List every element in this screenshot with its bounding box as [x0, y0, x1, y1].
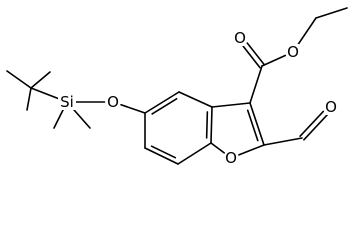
bond-line	[263, 137, 303, 146]
atom-o-ring: O	[225, 149, 237, 167]
bond-line	[315, 7, 348, 19]
atom-label-o-ether: O	[107, 93, 119, 111]
bond-line	[53, 108, 64, 129]
single-bond-o1-c2	[238, 144, 265, 156]
bond-line-inner	[150, 145, 177, 159]
atom-layer: Si O O O O O	[58, 29, 337, 167]
bond-line	[178, 91, 213, 108]
single-bond-me1-ctert	[6, 70, 32, 89]
bond-line	[30, 71, 51, 89]
bond-line	[210, 106, 213, 144]
bond-line	[261, 54, 287, 67]
atom-label-o-aldehyde: O	[325, 98, 337, 116]
atom-label-o-ester: O	[287, 43, 299, 61]
bond-line	[26, 87, 32, 111]
atom-o-ether: O	[107, 93, 119, 111]
bond-line	[246, 42, 265, 66]
atom-o-ester: O	[287, 43, 299, 61]
bond-line	[177, 142, 212, 165]
double-bond-c_ester-o_carbonyl	[242, 42, 265, 69]
single-bond-ch2-ch3	[315, 7, 348, 19]
single-bond-c_ester-o_ester	[261, 54, 287, 67]
bond-line	[71, 107, 91, 129]
atom-label-o-ring: O	[225, 149, 237, 167]
atom-o-carbonyl: O	[234, 29, 246, 47]
bond-line	[238, 144, 265, 156]
bond-line	[249, 65, 263, 104]
single-bond-c7a-o1	[210, 142, 225, 154]
double-bond-c5-c4	[144, 91, 180, 115]
single-bond-si-mesi2	[71, 107, 91, 129]
single-bond-o_ester-ch2	[296, 17, 317, 46]
double-bond-c_cho-o_cho	[299, 110, 328, 141]
double-bond-c2-c3	[246, 102, 265, 146]
bond-line-inner	[205, 111, 209, 139]
molecule-structure: Si O O O O O	[6, 7, 348, 167]
single-bond-me2-ctert	[26, 87, 32, 111]
bond-line	[144, 91, 180, 114]
single-bond-c4-c3a	[178, 91, 213, 108]
bond-layer	[6, 7, 348, 165]
bond-line	[249, 102, 265, 146]
bond-line	[299, 110, 325, 138]
single-bond-c3-c3a	[211, 102, 251, 108]
single-bond-c2-c_cho	[263, 137, 303, 146]
bond-line	[296, 17, 317, 46]
single-bond-o_ether-c5	[120, 103, 146, 114]
bond-line	[30, 87, 60, 100]
atom-label-o-carbonyl: O	[234, 29, 246, 47]
bond-line-inner	[151, 97, 178, 115]
atom-si: Si	[58, 93, 76, 111]
bond-line-inner	[246, 109, 259, 142]
atom-label-si: Si	[60, 93, 74, 111]
single-bond-c7a-c7	[177, 142, 212, 165]
double-bond-c3a-c7a	[205, 106, 213, 144]
bond-line	[211, 102, 251, 108]
atom-o-aldehyde: O	[325, 98, 337, 116]
bond-line	[242, 45, 261, 69]
bond-line	[120, 103, 146, 114]
bond-line	[210, 142, 225, 154]
single-bond-ctert-si	[30, 87, 60, 100]
single-bond-c3-c_ester	[249, 65, 263, 104]
bond-line	[6, 70, 32, 89]
single-bond-si-mesi1	[53, 108, 64, 129]
bond-line	[303, 114, 328, 141]
double-bond-c7-c6	[144, 145, 179, 165]
single-bond-me3-ctert	[30, 71, 51, 89]
bond-line	[144, 147, 179, 165]
